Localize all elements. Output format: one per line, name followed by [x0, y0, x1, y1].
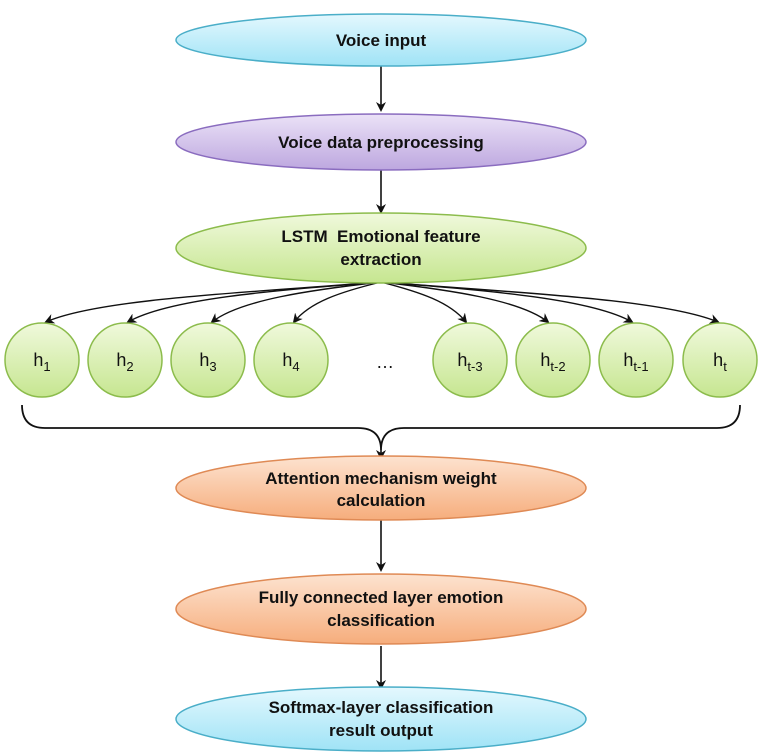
- hidden-state-h4-sub: 4: [292, 359, 299, 374]
- node-fully-connected-label-line2: classification: [327, 611, 435, 630]
- hidden-state-h4-base: h: [282, 350, 292, 370]
- hidden-state-h2: h2: [87, 322, 163, 398]
- fanout-arrow-h2: [126, 281, 382, 323]
- fanout-arrow-ht2: [380, 281, 550, 324]
- fanout-arrow-ht3: [380, 281, 468, 324]
- grouping-brace: [21, 404, 741, 451]
- node-lstm-label-line1: LSTM Emotional feature: [281, 227, 480, 246]
- hidden-state-ht-2-base: h: [540, 350, 550, 370]
- hidden-state-ht-1-sub: t-1: [633, 359, 648, 374]
- hidden-state-ht-3-sub: t-3: [467, 359, 482, 374]
- svg-text:h1: h1: [33, 350, 50, 374]
- hidden-states: h1 h2 h3 h4 … ht-3 ht-2 ht-1 ht: [4, 322, 758, 398]
- node-lstm-label-line2: extraction: [340, 250, 421, 269]
- hidden-state-ht: ht: [682, 322, 758, 398]
- node-softmax: Softmax-layer classification result outp…: [175, 686, 587, 752]
- svg-text:h3: h3: [199, 350, 216, 374]
- node-attention: Attention mechanism weight calculation: [175, 455, 587, 521]
- node-softmax-label-line1: Softmax-layer classification: [269, 698, 494, 717]
- hidden-state-h3: h3: [170, 322, 246, 398]
- fanout-arrows: [44, 281, 720, 324]
- hidden-state-ht-base: h: [713, 350, 723, 370]
- fanout-arrow-h4: [292, 281, 382, 324]
- svg-text:ht: ht: [713, 350, 727, 374]
- node-voice-input-label: Voice input: [336, 31, 427, 50]
- node-fully-connected-label-line1: Fully connected layer emotion: [259, 588, 504, 607]
- hidden-state-ht-2: ht-2: [515, 322, 591, 398]
- node-attention-label-line1: Attention mechanism weight: [265, 469, 497, 488]
- hidden-state-h3-sub: 3: [209, 359, 216, 374]
- fanout-arrow-h3: [210, 281, 382, 324]
- hidden-state-ht-3-base: h: [457, 350, 467, 370]
- hidden-state-h1: h1: [4, 322, 80, 398]
- hidden-state-h3-base: h: [199, 350, 209, 370]
- hidden-state-ht-3: ht-3: [432, 322, 508, 398]
- hidden-state-h2-base: h: [116, 350, 126, 370]
- node-attention-label-line2: calculation: [337, 491, 426, 510]
- hidden-state-h1-sub: 1: [43, 359, 50, 374]
- hidden-state-ht-sub: t: [723, 359, 727, 374]
- hidden-state-ht-2-sub: t-2: [550, 359, 565, 374]
- svg-text:ht-2: ht-2: [540, 350, 565, 374]
- hidden-state-ht-1-base: h: [623, 350, 633, 370]
- svg-text:ht-1: ht-1: [623, 350, 648, 374]
- hidden-state-ht-1: ht-1: [598, 322, 674, 398]
- fanout-arrow-ht: [380, 281, 720, 324]
- node-voice-input: Voice input: [175, 13, 587, 67]
- node-fully-connected: Fully connected layer emotion classifica…: [175, 573, 587, 645]
- node-preprocessing-label: Voice data preprocessing: [278, 133, 484, 152]
- svg-text:h4: h4: [282, 350, 299, 374]
- hidden-state-ellipsis: …: [376, 352, 394, 372]
- node-softmax-label-line2: result output: [329, 721, 433, 740]
- node-lstm: LSTM Emotional feature extraction: [175, 212, 587, 284]
- svg-text:ht-3: ht-3: [457, 350, 482, 374]
- hidden-state-h2-sub: 2: [126, 359, 133, 374]
- svg-text:h2: h2: [116, 350, 133, 374]
- node-preprocessing: Voice data preprocessing: [175, 113, 587, 171]
- fanout-arrow-ht1: [380, 281, 634, 323]
- hidden-state-h4: h4: [253, 322, 329, 398]
- hidden-state-h1-base: h: [33, 350, 43, 370]
